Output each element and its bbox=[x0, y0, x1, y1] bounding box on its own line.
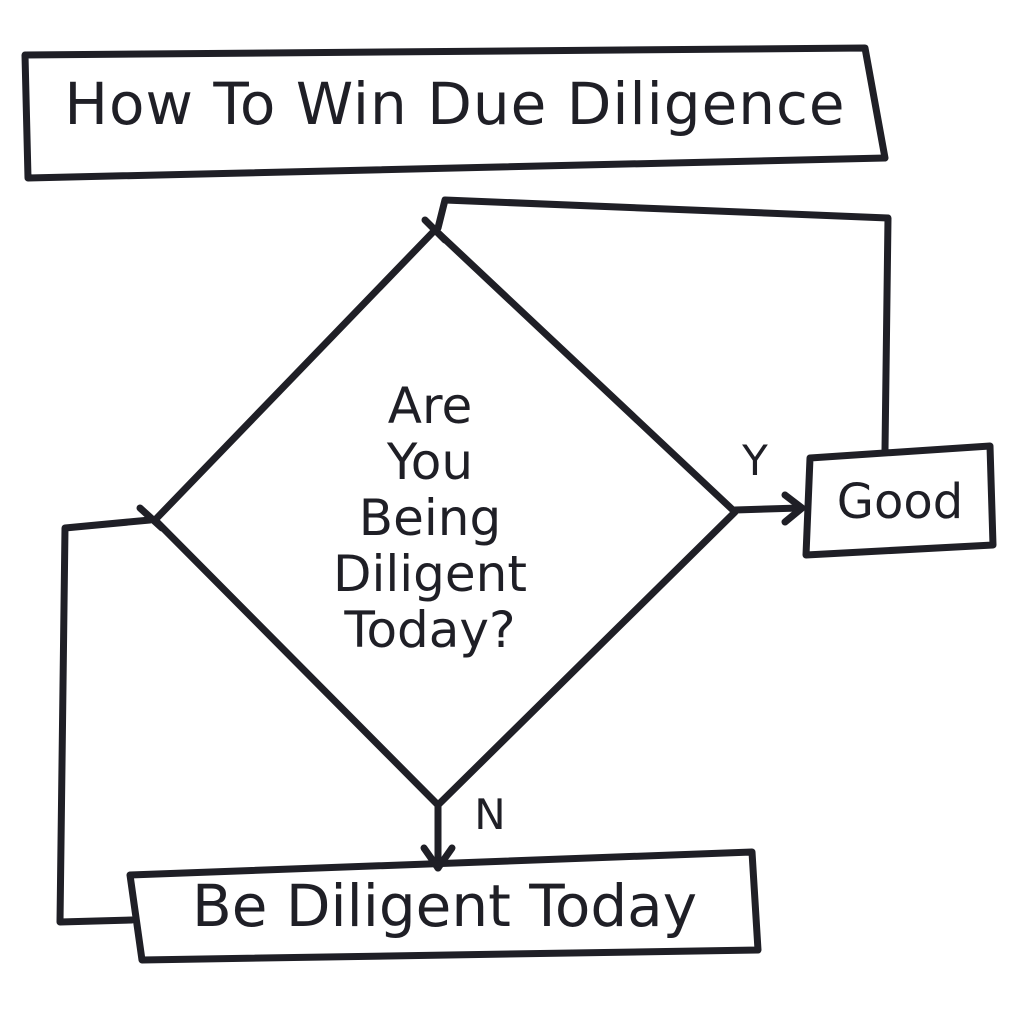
question-line-3: Being bbox=[358, 489, 502, 547]
action-node-label: Be Diligent Today bbox=[191, 872, 698, 940]
question-line-1: Are bbox=[387, 377, 473, 435]
decision-question: Are You Being Diligent Today? bbox=[300, 378, 560, 658]
no-edge-label: N bbox=[474, 790, 506, 839]
good-box bbox=[802, 442, 997, 559]
flowchart-title: How To Win Due Diligence bbox=[64, 70, 846, 138]
question-line-2: You bbox=[386, 433, 474, 491]
no-arrow-head bbox=[420, 844, 456, 872]
good-node-label: Good bbox=[836, 474, 964, 530]
good-loop-line bbox=[434, 196, 892, 454]
top-junction-tick bbox=[421, 216, 449, 244]
question-line-5: Today? bbox=[344, 601, 516, 659]
title-box bbox=[21, 44, 889, 182]
action-loop-line bbox=[56, 516, 154, 926]
yes-arrow-line bbox=[731, 504, 804, 514]
question-line-4: Diligent bbox=[333, 545, 527, 603]
action-box bbox=[126, 848, 762, 964]
yes-edge-label: Y bbox=[742, 436, 768, 485]
yes-arrow-head bbox=[781, 491, 806, 526]
